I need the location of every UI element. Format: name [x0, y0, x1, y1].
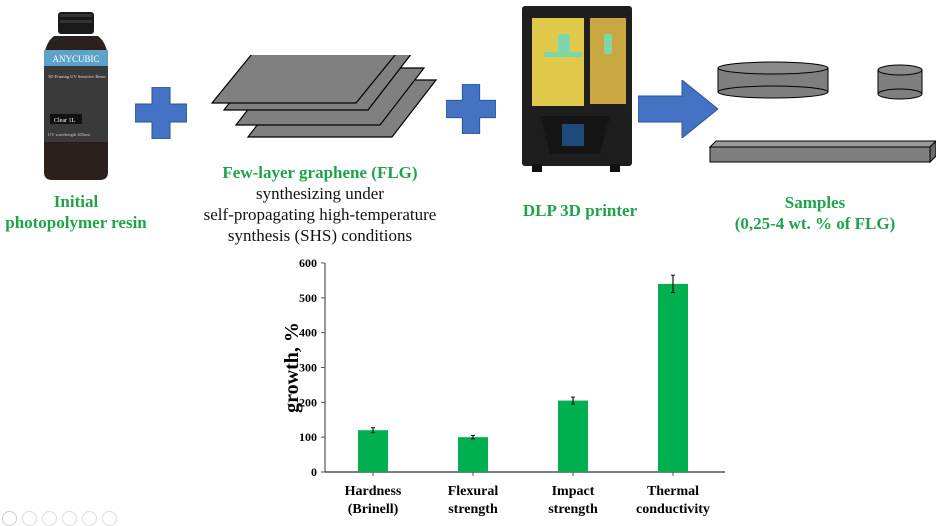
samples-caption: Samples (0,25-4 wt. % of FLG) [734, 193, 896, 233]
x-category-label: Thermal [647, 484, 699, 499]
x-category-label: Hardness [345, 484, 402, 499]
y-tick-label: 100 [299, 430, 317, 444]
graphene-caption: Few-layer graphene (FLG) synthesizing un… [203, 163, 437, 245]
growth-bar-chart: 0 100 200 300 400 500 600 growth, % Hardness (Bri… [270, 252, 730, 524]
x-category-label: strength [548, 502, 598, 517]
svg-text:3D Printing UV Sensitive Resin: 3D Printing UV Sensitive Resin [48, 74, 106, 79]
y-axis-label: growth, % [281, 322, 303, 413]
y-tick-label: 500 [299, 291, 317, 305]
y-tick-label: 400 [299, 326, 317, 340]
x-category-label: strength [448, 502, 498, 517]
samples-image [700, 60, 936, 170]
y-tick-label: 0 [311, 465, 317, 479]
x-category-label: (Brinell) [348, 502, 399, 517]
dlp-printer-image [520, 4, 636, 181]
right-arrow-icon [637, 78, 719, 143]
y-tick-label: 600 [299, 256, 317, 270]
y-tick-label: 200 [299, 395, 317, 409]
x-category-label: Flexural [448, 484, 499, 499]
plus-icon [134, 86, 188, 144]
y-tick-label: 300 [299, 361, 317, 375]
bar [558, 400, 588, 472]
bar [358, 430, 388, 472]
bottle-brand: ANYCUBIC [52, 54, 99, 64]
bar [458, 437, 488, 472]
x-category-label: conductivity [636, 502, 710, 517]
x-category-label: Impact [552, 484, 595, 499]
resin-bottle-image: ANYCUBIC 3D Printing UV Sensitive Resin … [36, 12, 116, 182]
bar [658, 283, 688, 472]
svg-text:Clear 1L: Clear 1L [54, 118, 75, 124]
resin-caption: Initial photopolymer resin [5, 192, 147, 232]
plus-icon [445, 83, 497, 139]
printer-caption: DLP 3D printer [522, 201, 638, 220]
svg-text:UV wavelength 405nm: UV wavelength 405nm [48, 132, 90, 137]
graphene-layers-image [210, 48, 440, 150]
